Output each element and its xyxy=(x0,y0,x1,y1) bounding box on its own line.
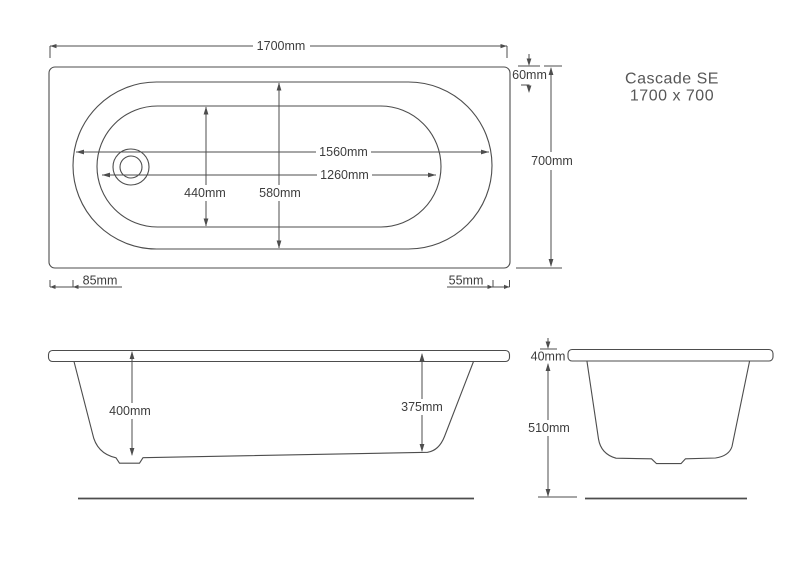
product-size: 1700 x 700 xyxy=(630,88,714,105)
dim-deck-offset-right: 55mm xyxy=(447,274,510,289)
dim-label-1560: 1560mm xyxy=(319,145,368,159)
dim-rim-length-outer: 1560mm xyxy=(76,145,489,159)
dim-overall-length: 1700mm xyxy=(49,39,508,58)
dim-depth-head-end: 400mm xyxy=(109,351,151,456)
dim-label-375: 375mm xyxy=(401,400,443,414)
dim-rim-width-inner: 440mm xyxy=(184,106,226,227)
dim-label-510: 510mm xyxy=(528,421,570,435)
dim-label-580: 580mm xyxy=(259,186,301,200)
dim-label-55: 55mm xyxy=(449,274,484,288)
dim-overall-width: 700mm xyxy=(516,65,573,269)
dim-label-700: 700mm xyxy=(531,154,573,168)
dim-label-40: 40mm xyxy=(531,350,566,364)
end-elevation xyxy=(567,348,774,500)
dim-label-400: 400mm xyxy=(109,404,151,418)
end-rim-outline xyxy=(567,348,774,362)
dim-overall-height: 510mm xyxy=(528,363,577,498)
side-rim-outline xyxy=(47,349,511,363)
drawing-title: Cascade SE 1700 x 700 xyxy=(625,71,719,105)
end-body-outline xyxy=(586,360,751,465)
bath-deck-outline xyxy=(48,66,511,269)
dim-rim-thickness: 40mm xyxy=(531,338,566,364)
dim-rim-length-inner: 1260mm xyxy=(102,168,436,182)
dim-label-440: 440mm xyxy=(184,186,226,200)
dim-label-1260: 1260mm xyxy=(320,168,369,182)
dim-deck-edge-top: 60mm xyxy=(512,54,547,93)
dim-label-1700: 1700mm xyxy=(257,39,306,53)
waste-outlet-inner-icon xyxy=(119,155,143,179)
dim-rim-width-outer: 580mm xyxy=(259,82,301,249)
dim-label-60: 60mm xyxy=(512,68,547,82)
waste-outlet-icon xyxy=(112,148,150,186)
bath-rim-inner-outline xyxy=(96,105,442,228)
plan-view xyxy=(48,66,511,269)
bath-rim-outer-outline xyxy=(72,81,493,250)
dim-depth-foot-end: 375mm xyxy=(401,353,443,452)
dim-deck-offset-left: 85mm xyxy=(49,274,122,289)
dim-label-85: 85mm xyxy=(83,274,118,288)
side-elevation xyxy=(47,349,511,500)
product-name: Cascade SE xyxy=(625,71,719,88)
side-body-outline xyxy=(73,360,475,464)
